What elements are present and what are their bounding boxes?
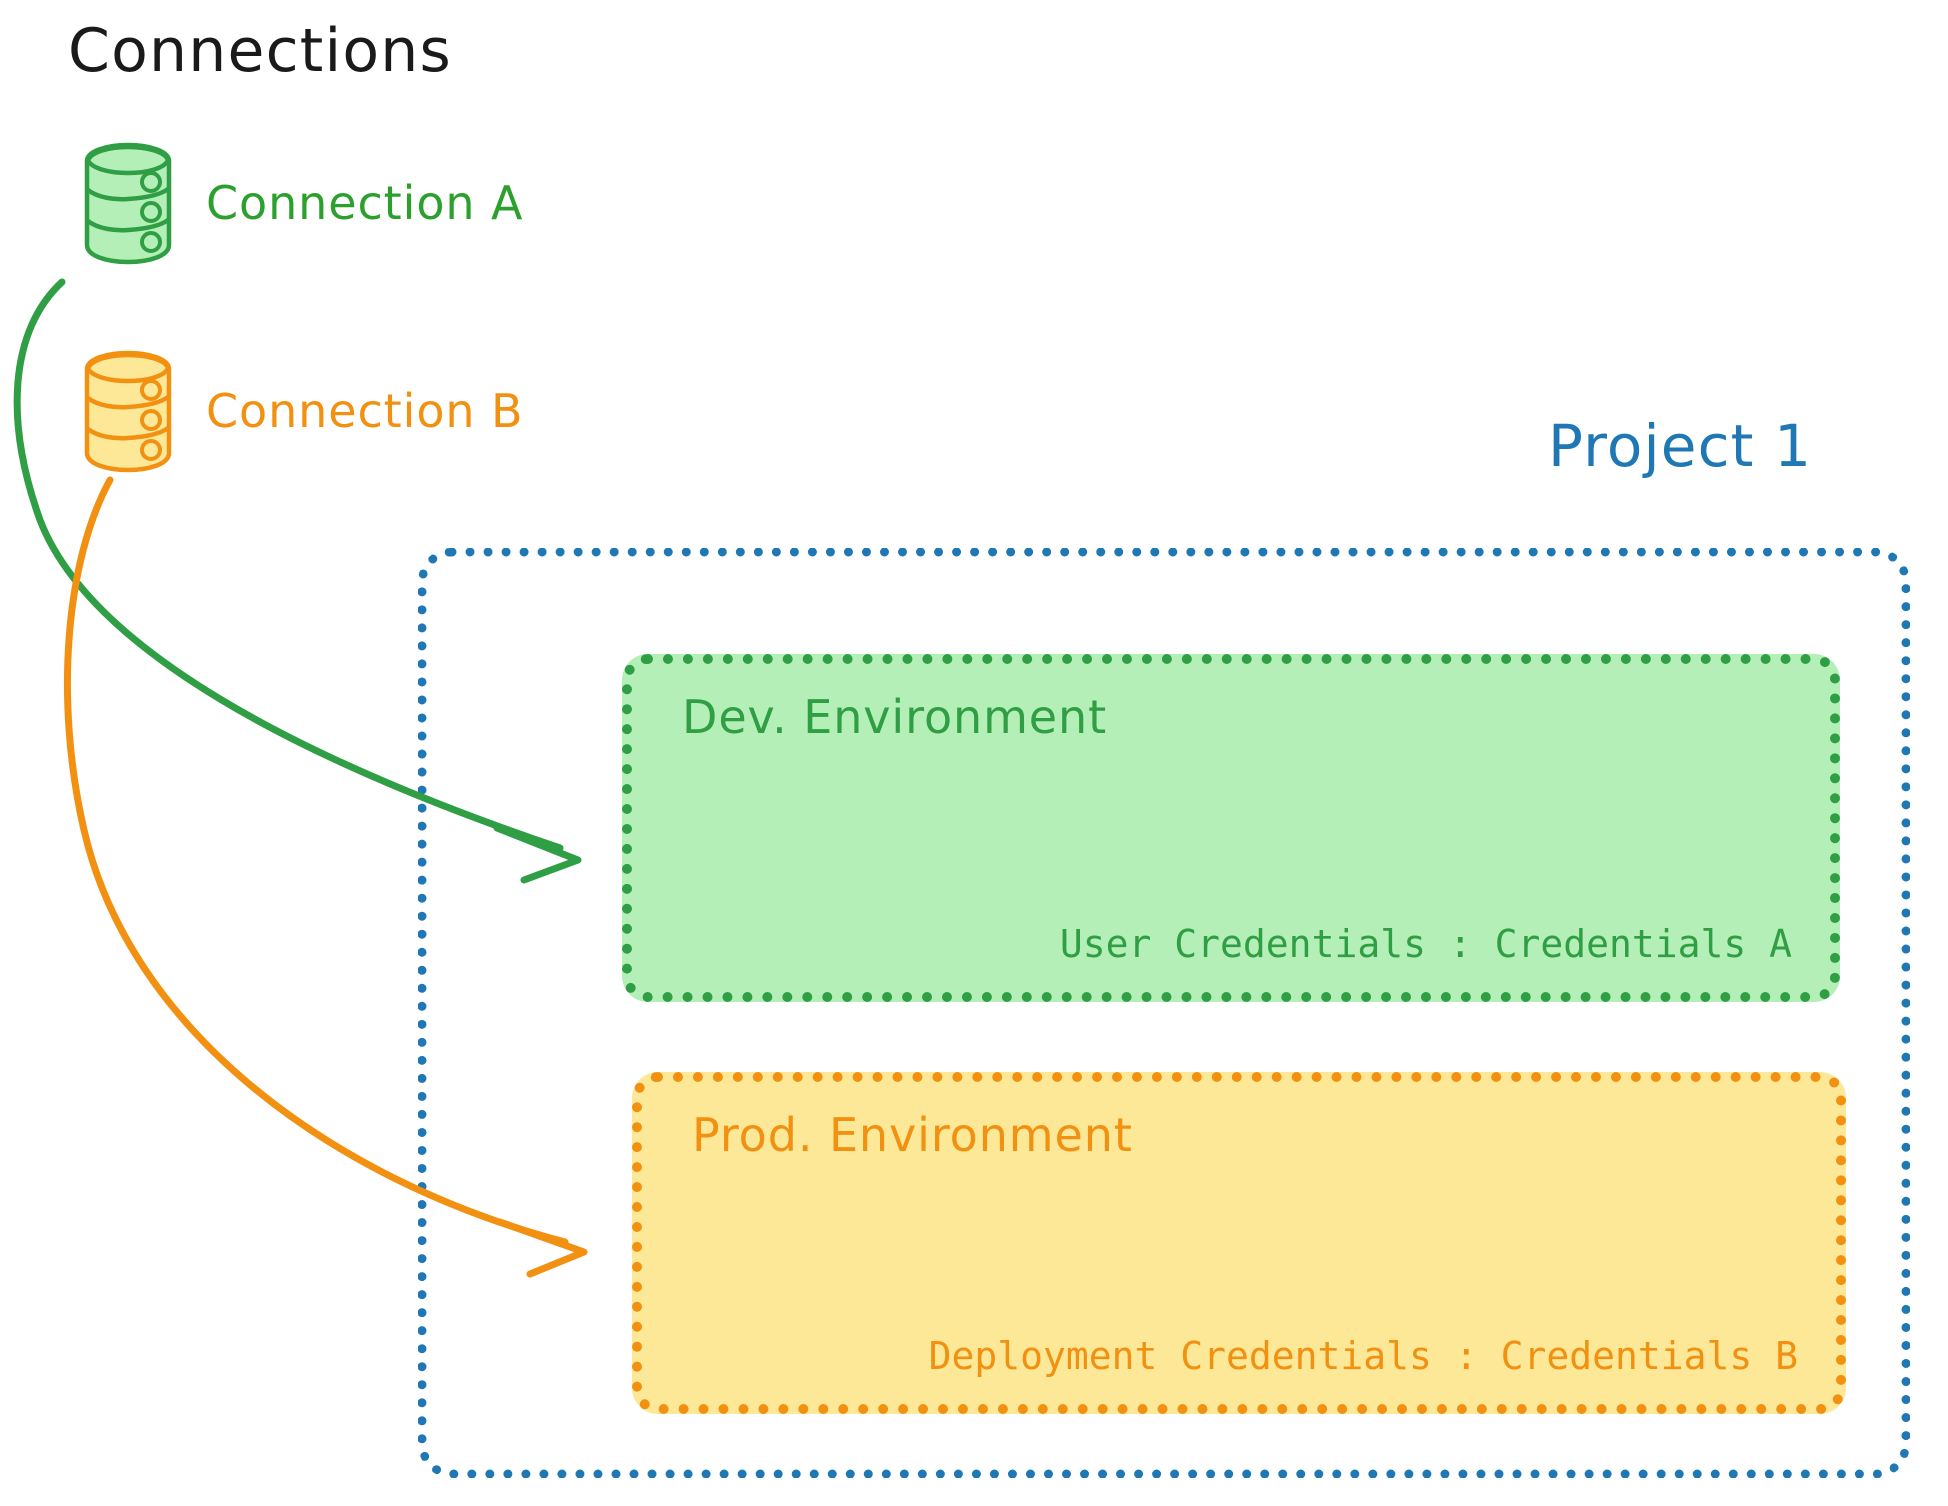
database-icon xyxy=(78,140,178,265)
dev-environment-box[interactable]: Dev. Environment User Credentials : Cred… xyxy=(622,654,1840,1002)
connection-item-b[interactable]: Connection B xyxy=(78,348,524,473)
page-title: Connections xyxy=(68,16,452,86)
database-icon xyxy=(78,348,178,473)
connection-label-b: Connection B xyxy=(206,383,524,438)
dev-environment-credentials: User Credentials : Credentials A xyxy=(1059,922,1792,966)
prod-environment-title: Prod. Environment xyxy=(692,1108,1133,1162)
prod-environment-credentials: Deployment Credentials : Credentials B xyxy=(928,1334,1798,1378)
connection-label-a: Connection A xyxy=(206,175,524,230)
connection-item-a[interactable]: Connection A xyxy=(78,140,523,265)
prod-environment-box[interactable]: Prod. Environment Deployment Credentials… xyxy=(632,1072,1846,1414)
project-title: Project 1 xyxy=(1548,412,1813,480)
dev-environment-title: Dev. Environment xyxy=(682,690,1108,744)
